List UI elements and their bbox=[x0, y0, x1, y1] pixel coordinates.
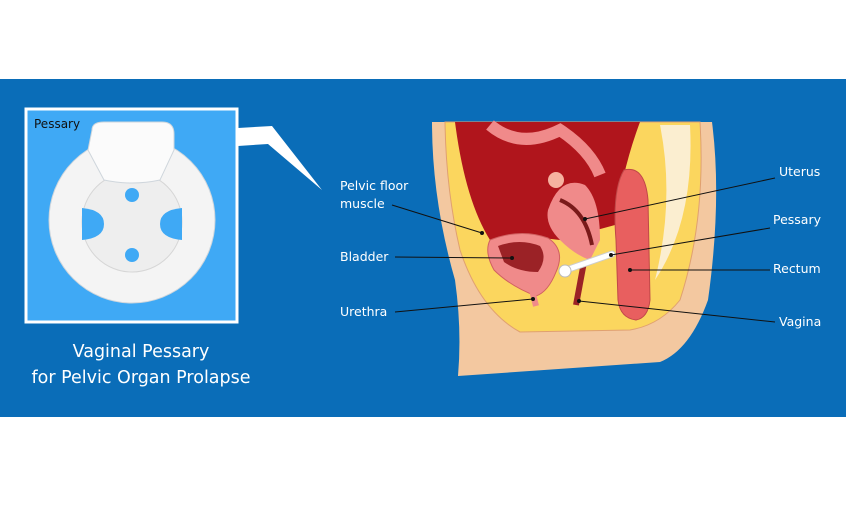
callout-pointer bbox=[238, 126, 322, 190]
caption-line-1: Vaginal Pessary bbox=[72, 342, 210, 362]
caption-line-2: for Pelvic Organ Prolapse bbox=[31, 368, 251, 388]
leader-uterus bbox=[584, 177, 776, 220]
inset-label: Pessary bbox=[34, 117, 81, 131]
leader-vagina bbox=[578, 300, 776, 323]
pelvis-cross-section bbox=[432, 120, 717, 376]
label-vagina: Vagina bbox=[779, 314, 822, 329]
label-pessary: Pessary bbox=[773, 212, 822, 227]
label-uterus: Uterus bbox=[779, 164, 821, 179]
leader-pessary bbox=[610, 227, 771, 256]
leader-bladder bbox=[394, 256, 513, 259]
pessary-device-icon bbox=[48, 121, 216, 304]
leader-urethra bbox=[394, 298, 534, 313]
caption-title: Vaginal Pessary for Pelvic Organ Prolaps… bbox=[0, 339, 282, 391]
label-pelvic-floor: Pelvic floor muscle bbox=[340, 178, 409, 211]
leader-pelvic-floor bbox=[391, 204, 483, 234]
label-bladder: Bladder bbox=[340, 249, 389, 264]
label-urethra: Urethra bbox=[340, 304, 388, 319]
label-rectum: Rectum bbox=[773, 261, 821, 276]
